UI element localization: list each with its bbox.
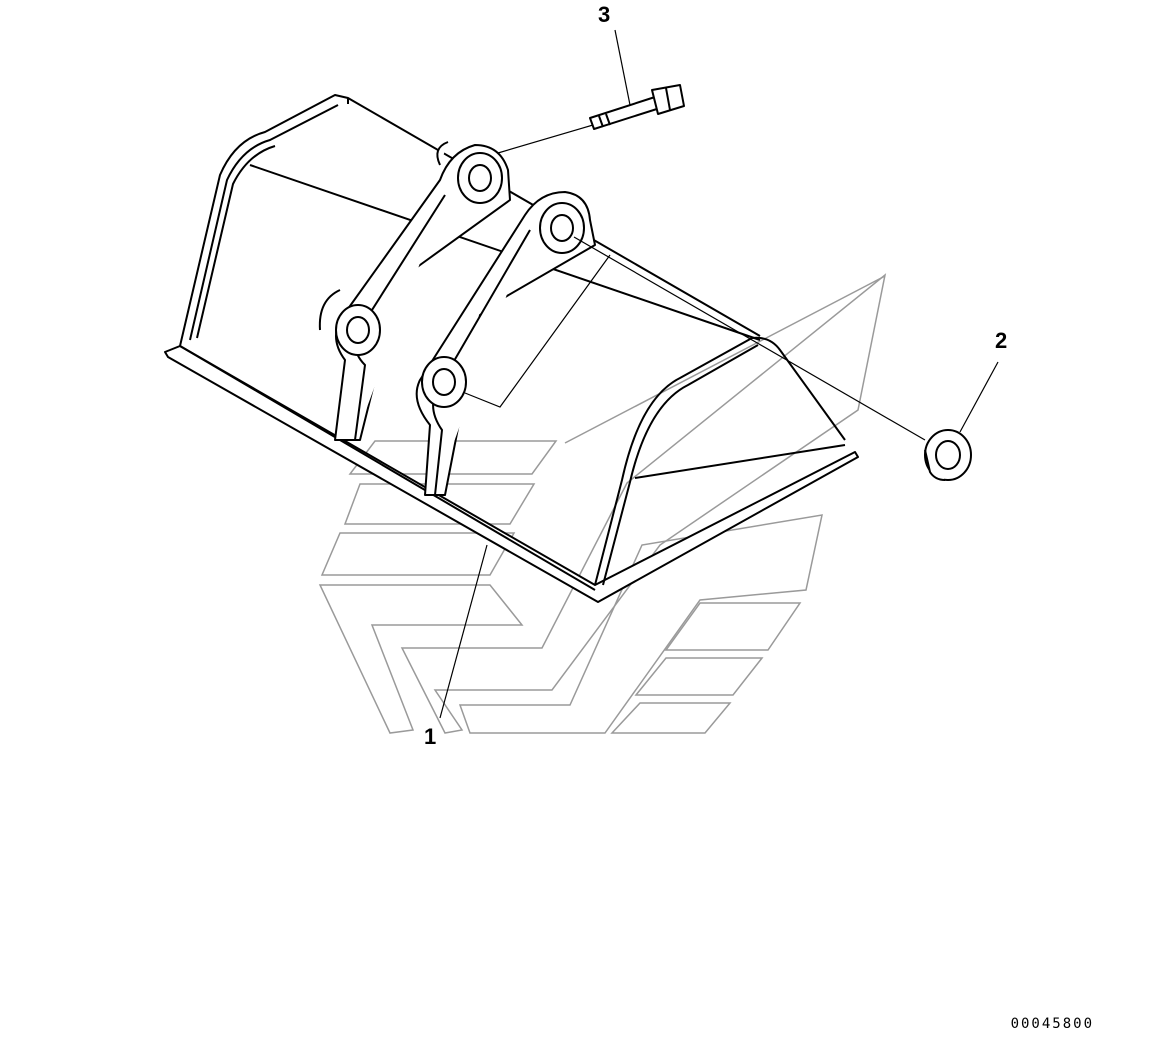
bolt bbox=[589, 84, 685, 130]
drawing-code: 00045800 bbox=[1010, 1016, 1094, 1032]
leader-lines bbox=[439, 29, 999, 719]
callout-3: 3 bbox=[598, 2, 611, 27]
bracket-left bbox=[318, 141, 511, 441]
callout-2: 2 bbox=[995, 328, 1008, 353]
watermark-logo bbox=[318, 273, 887, 734]
callout-1: 1 bbox=[424, 724, 437, 749]
bucket bbox=[164, 94, 859, 603]
bushing bbox=[924, 429, 972, 481]
bracket-right bbox=[415, 191, 596, 496]
